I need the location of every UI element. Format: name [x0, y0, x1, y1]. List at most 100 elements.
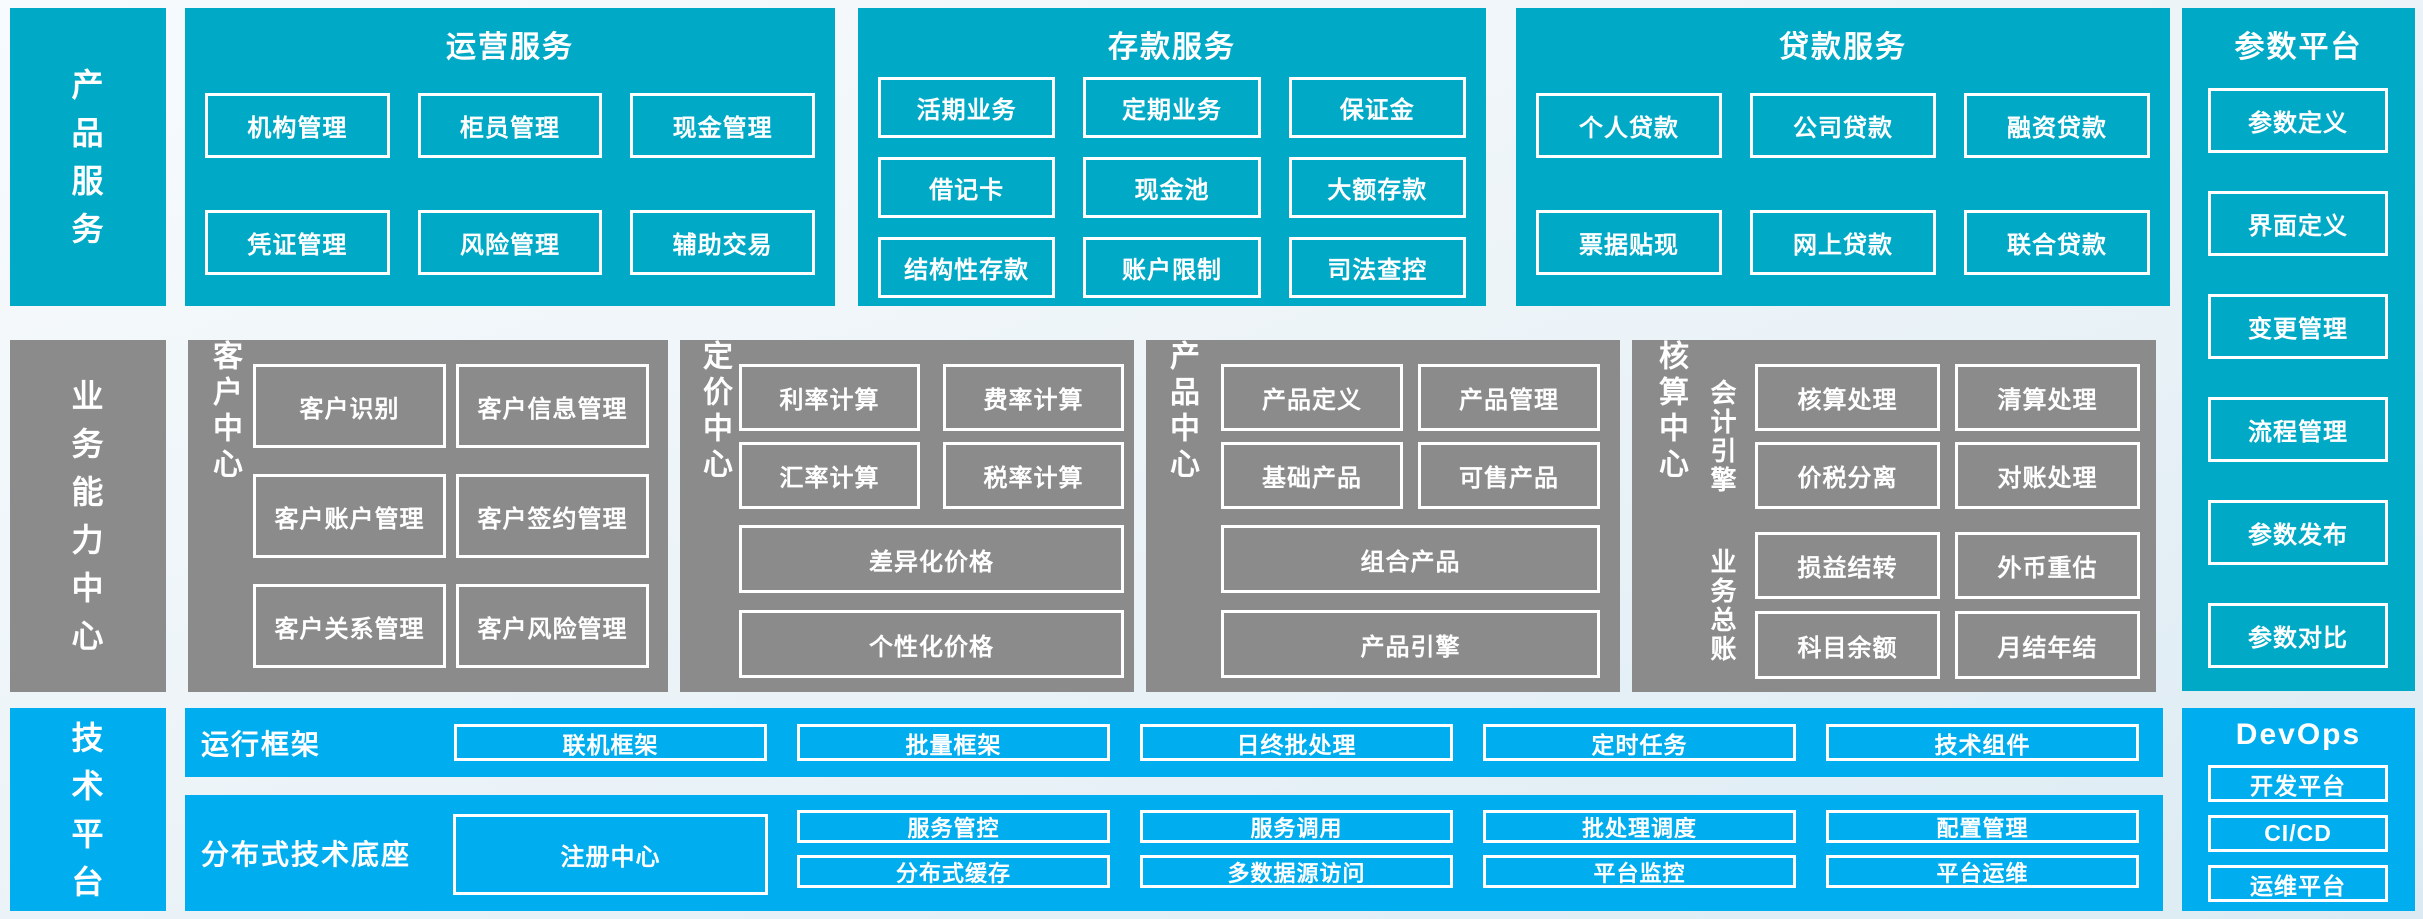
item-box: 活期业务	[878, 77, 1056, 138]
group-label-accounting-engine: 会计引擎	[1707, 378, 1737, 495]
item-box: 汇率计算	[739, 442, 920, 509]
distributed-base-grid: 服务管控 服务调用 批处理调度 配置管理 分布式缓存 多数据源访问 平台监控 平…	[797, 810, 2139, 888]
section-title: DevOps	[2235, 718, 2362, 751]
row: 差异化价格	[739, 525, 1124, 593]
item-box: 产品定义	[1221, 364, 1403, 431]
center-label: 定价中心	[698, 340, 731, 484]
item-box: 配置管理	[1826, 810, 2139, 843]
item-box: 运维平台	[2208, 865, 2388, 902]
item-box: 参数发布	[2208, 500, 2388, 565]
deposit-services-grid: 活期业务 定期业务 保证金 借记卡 现金池 大额存款 结构性存款 账户限制 司法…	[878, 77, 1466, 298]
label-tech-platform-text: 技术平台	[71, 719, 105, 900]
item-box: 基础产品	[1221, 442, 1403, 509]
section-deposit-services: 存款服务 活期业务 定期业务 保证金 借记卡 现金池 大额存款 结构性存款 账户…	[858, 8, 1486, 306]
item-box: 可售产品	[1418, 442, 1600, 509]
distributed-base-label: 分布式技术底座	[201, 839, 412, 870]
item-box: 客户风险管理	[456, 584, 649, 668]
center-label: 核算中心	[1654, 340, 1687, 484]
item-box: 月结年结	[1955, 611, 2140, 679]
item-box: 损益结转	[1755, 532, 1940, 599]
item-box: 批量框架	[797, 724, 1110, 761]
item-box: CI/CD	[2208, 815, 2388, 852]
center-accounting: 核算中心 会计引擎 业务总账 核算处理 清算处理 价税分离 对账处理 损益结转 …	[1632, 340, 2156, 692]
item-box: 融资贷款	[1964, 93, 2150, 158]
item-box: 辅助交易	[630, 210, 815, 275]
row: 基础产品 可售产品	[1221, 442, 1600, 509]
item-box: 定时任务	[1483, 724, 1796, 761]
section-title: 参数平台	[2234, 31, 2363, 64]
item-box: 变更管理	[2208, 294, 2388, 359]
item-box: 现金池	[1083, 157, 1261, 218]
label-business-capability-center: 业务能力中心	[10, 340, 166, 692]
item-box: 客户签约管理	[456, 474, 649, 558]
item-box: 服务管控	[797, 810, 1110, 843]
item-box: 开发平台	[2208, 765, 2388, 802]
item-box: 批处理调度	[1483, 810, 1796, 843]
customer-grid: 客户识别 客户信息管理 客户账户管理 客户签约管理 客户关系管理 客户风险管理	[253, 364, 649, 668]
item-box: 网上贷款	[1750, 210, 1936, 275]
item-box: 客户识别	[253, 364, 446, 448]
section-parameter-platform: 参数平台 参数定义 界面定义 变更管理 流程管理 参数发布 参数对比	[2182, 8, 2415, 691]
label-product-services-text: 产品服务	[71, 67, 105, 247]
item-box: 价税分离	[1755, 442, 1940, 509]
item-box-wide: 产品引擎	[1221, 610, 1600, 678]
row: 价税分离 对账处理	[1755, 442, 2140, 509]
item-box: 客户关系管理	[253, 584, 446, 668]
accounting-grid: 核算处理 清算处理 价税分离 对账处理 损益结转 外币重估 科目余额 月结年结	[1755, 364, 2140, 679]
item-box: 对账处理	[1955, 442, 2140, 509]
item-box: 科目余额	[1755, 611, 1940, 679]
item-box: 参数对比	[2208, 603, 2388, 668]
item-box: 税率计算	[943, 442, 1124, 509]
parameter-platform-stack: 参数定义 界面定义 变更管理 流程管理 参数发布 参数对比	[2208, 88, 2388, 668]
center-label: 产品中心	[1165, 340, 1198, 484]
row: 产品定义 产品管理	[1221, 364, 1600, 431]
item-box: 流程管理	[2208, 397, 2388, 462]
item-box: 产品管理	[1418, 364, 1600, 431]
item-box: 费率计算	[943, 364, 1124, 431]
item-box: 平台监控	[1483, 855, 1796, 888]
runtime-framework-row: 联机框架 批量框架 日终批处理 定时任务 技术组件	[454, 724, 2139, 761]
item-box: 个人贷款	[1536, 93, 1722, 158]
item-box: 分布式缓存	[797, 855, 1110, 888]
runtime-framework-label: 运行框架	[201, 728, 322, 760]
item-box: 客户账户管理	[253, 474, 446, 558]
item-box: 联机框架	[454, 724, 767, 761]
item-box: 技术组件	[1826, 724, 2139, 761]
row: 核算处理 清算处理	[1755, 364, 2140, 431]
center-pricing: 定价中心 利率计算 费率计算 汇率计算 税率计算 差异化价格 个性化价格	[680, 340, 1134, 692]
item-box: 多数据源访问	[1140, 855, 1453, 888]
devops-stack: 开发平台 CI/CD 运维平台	[2208, 765, 2388, 902]
item-box: 清算处理	[1955, 364, 2140, 431]
item-box: 结构性存款	[878, 237, 1056, 298]
group-label-business-ledger: 业务总账	[1707, 548, 1737, 664]
item-box: 保证金	[1288, 77, 1466, 138]
item-box-wide: 差异化价格	[739, 525, 1124, 593]
item-box: 日终批处理	[1140, 724, 1453, 761]
item-box: 票据贴现	[1536, 210, 1722, 275]
item-box: 客户信息管理	[456, 364, 649, 448]
item-box: 借记卡	[878, 157, 1056, 218]
item-box: 利率计算	[739, 364, 920, 431]
label-product-services: 产品服务	[10, 8, 166, 306]
item-box: 核算处理	[1755, 364, 1940, 431]
center-label: 客户中心	[208, 340, 241, 484]
section-operation-services: 运营服务 机构管理 柜员管理 现金管理 凭证管理 风险管理 辅助交易	[185, 8, 835, 306]
row: 科目余额 月结年结	[1755, 611, 2140, 679]
item-box-wide: 个性化价格	[739, 610, 1124, 678]
item-box-wide: 组合产品	[1221, 525, 1600, 593]
item-box: 平台运维	[1826, 855, 2139, 888]
item-box: 账户限制	[1083, 237, 1261, 298]
section-title: 运营服务	[446, 31, 574, 64]
section-devops: DevOps 开发平台 CI/CD 运维平台	[2182, 708, 2415, 911]
section-title: 贷款服务	[1779, 31, 1907, 64]
section-loan-services: 贷款服务 个人贷款 公司贷款 融资贷款 票据贴现 网上贷款 联合贷款	[1516, 8, 2170, 306]
item-box: 风险管理	[417, 210, 603, 275]
item-box: 联合贷款	[1964, 210, 2150, 275]
loan-services-grid: 个人贷款 公司贷款 融资贷款 票据贴现 网上贷款 联合贷款	[1536, 93, 2150, 275]
item-box: 大额存款	[1288, 157, 1466, 218]
center-product: 产品中心 产品定义 产品管理 基础产品 可售产品 组合产品 产品引擎	[1146, 340, 1620, 692]
registry-center-box: 注册中心	[453, 814, 768, 895]
item-box: 现金管理	[630, 93, 815, 158]
item-box: 定期业务	[1083, 77, 1261, 138]
item-box: 参数定义	[2208, 88, 2388, 153]
